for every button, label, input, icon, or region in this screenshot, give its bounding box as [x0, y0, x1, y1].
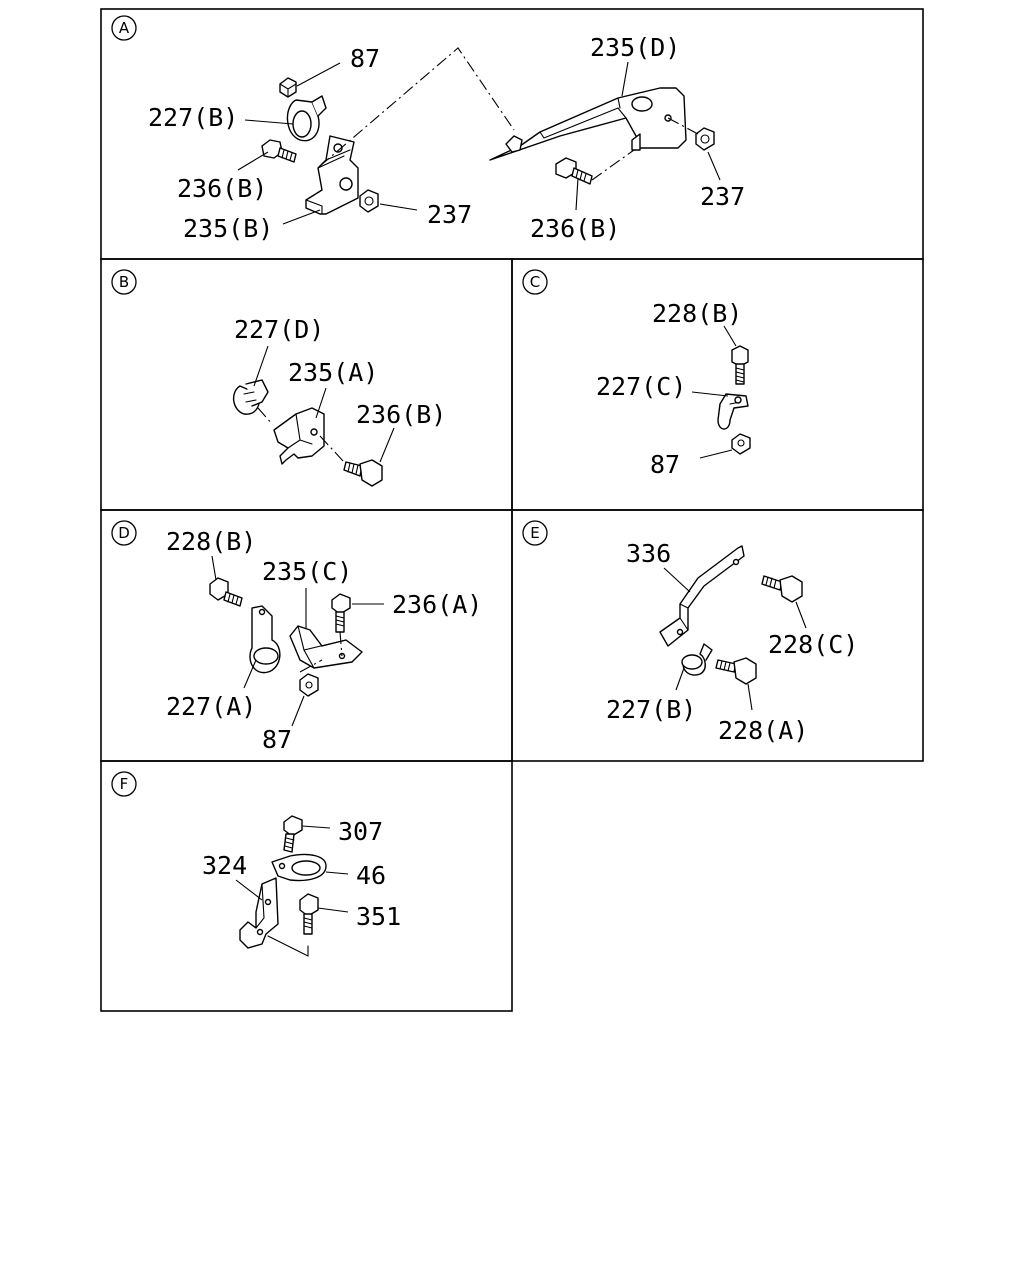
label-228a: 228(A) — [718, 716, 808, 745]
label-87-d: 87 — [262, 725, 292, 754]
clamp-46-icon — [271, 853, 327, 882]
bracket-235d-icon — [489, 87, 687, 161]
bolt-236a-icon — [331, 593, 351, 633]
label-235d: 235(D) — [590, 33, 680, 62]
clip-227c-icon — [717, 393, 749, 430]
label-236a: 236(A) — [392, 590, 482, 619]
bolt-228b-d-icon — [209, 577, 243, 607]
nut-87-a-icon — [279, 77, 297, 98]
label-235b: 235(B) — [183, 214, 273, 243]
panel-d: D 228(B) 227(A) 235(C) — [111, 520, 482, 754]
panel-b: B 227(D) 235(A) 236(B) — [111, 269, 446, 487]
nut-237-a2-icon — [695, 127, 715, 151]
clip-227a-icon — [249, 605, 281, 674]
bolt-228a-icon — [715, 657, 757, 685]
panel-e-badge: E — [522, 520, 548, 546]
bracket-235c-icon — [289, 625, 363, 669]
label-235a: 235(A) — [288, 358, 378, 387]
label-227a: 227(A) — [166, 692, 256, 721]
label-46: 46 — [356, 861, 386, 890]
label-351: 351 — [356, 902, 401, 931]
label-236b-a1: 236(B) — [177, 174, 267, 203]
label-227c: 227(C) — [596, 372, 686, 401]
panel-a-badge: A — [111, 15, 137, 41]
nut-87-d-icon — [299, 673, 319, 697]
bolt-228c-icon — [761, 575, 803, 603]
bolt-235d-stud-icon — [505, 135, 523, 153]
panel-d-badge: D — [111, 520, 137, 546]
label-237-a2: 237 — [700, 182, 745, 211]
label-307: 307 — [338, 817, 383, 846]
label-227d: 227(D) — [234, 315, 324, 344]
svg-text:C: C — [530, 273, 540, 291]
label-87-c: 87 — [650, 450, 680, 479]
label-87-a: 87 — [350, 44, 380, 73]
bolt-307-icon — [283, 815, 303, 853]
bracket-235b-icon — [305, 135, 359, 215]
panel-a: A 87 227(B) 2 — [111, 15, 745, 243]
label-237-a1: 237 — [427, 200, 472, 229]
label-235c: 235(C) — [262, 557, 352, 586]
panel-f-badge: F — [111, 771, 137, 797]
label-227b-e: 227(B) — [606, 695, 696, 724]
bolt-351-icon — [299, 893, 319, 935]
panel-e-frame — [511, 509, 924, 762]
bracket-324-icon — [239, 877, 279, 949]
panel-c-frame — [511, 258, 924, 511]
label-336: 336 — [626, 539, 671, 568]
panel-f-frame — [100, 760, 513, 1012]
svg-text:D: D — [118, 524, 130, 542]
svg-text:B: B — [119, 273, 129, 291]
svg-text:A: A — [119, 19, 130, 37]
label-324: 324 — [202, 851, 247, 880]
panel-b-badge: B — [111, 269, 137, 295]
label-236b-b: 236(B) — [356, 400, 446, 429]
label-228b-d: 228(B) — [166, 527, 256, 556]
svg-text:F: F — [120, 775, 129, 793]
panel-frames — [100, 8, 924, 1012]
nut-237-a1-icon — [359, 189, 379, 213]
panel-e: E 336 228(C) 227(B) — [522, 520, 858, 745]
clip-227b-e-icon — [681, 643, 713, 676]
bolt-236b-a2-icon — [555, 157, 593, 185]
bolt-236b-b-icon — [343, 459, 383, 487]
panel-c-badge: C — [522, 269, 548, 295]
bolt-228b-c-icon — [731, 345, 749, 385]
panel-c: C 228(B) 227(C) 87 — [522, 269, 751, 479]
bolt-236b-a-icon — [261, 139, 297, 163]
nut-87-c-icon — [731, 433, 751, 455]
clip-227d-icon — [233, 379, 269, 415]
panel-f: F 307 46 324 — [111, 771, 401, 957]
label-228c: 228(C) — [768, 630, 858, 659]
svg-text:E: E — [530, 524, 539, 542]
clip-227b-a-icon — [286, 95, 327, 142]
label-236b-a2: 236(B) — [530, 214, 620, 243]
label-227b-a: 227(B) — [148, 103, 238, 132]
label-228b-c: 228(B) — [652, 299, 742, 328]
bracket-235a-icon — [273, 407, 325, 465]
bracket-336-icon — [659, 545, 745, 647]
